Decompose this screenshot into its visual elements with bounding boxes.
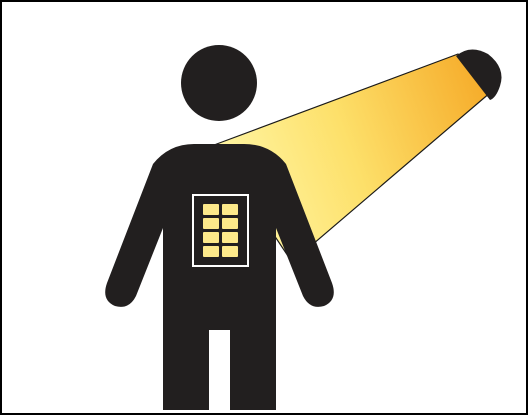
solar-panel-cell: [203, 232, 219, 243]
solar-panel-cell: [222, 246, 238, 257]
solar-panel-cell: [203, 246, 219, 257]
person-head: [181, 45, 257, 121]
solar-panel-cell: [203, 218, 219, 229]
solar-panel-cell: [222, 218, 238, 229]
solar-panel-cell: [222, 232, 238, 243]
solar-panel-cell: [222, 204, 238, 215]
solar-panel-cell: [203, 204, 219, 215]
